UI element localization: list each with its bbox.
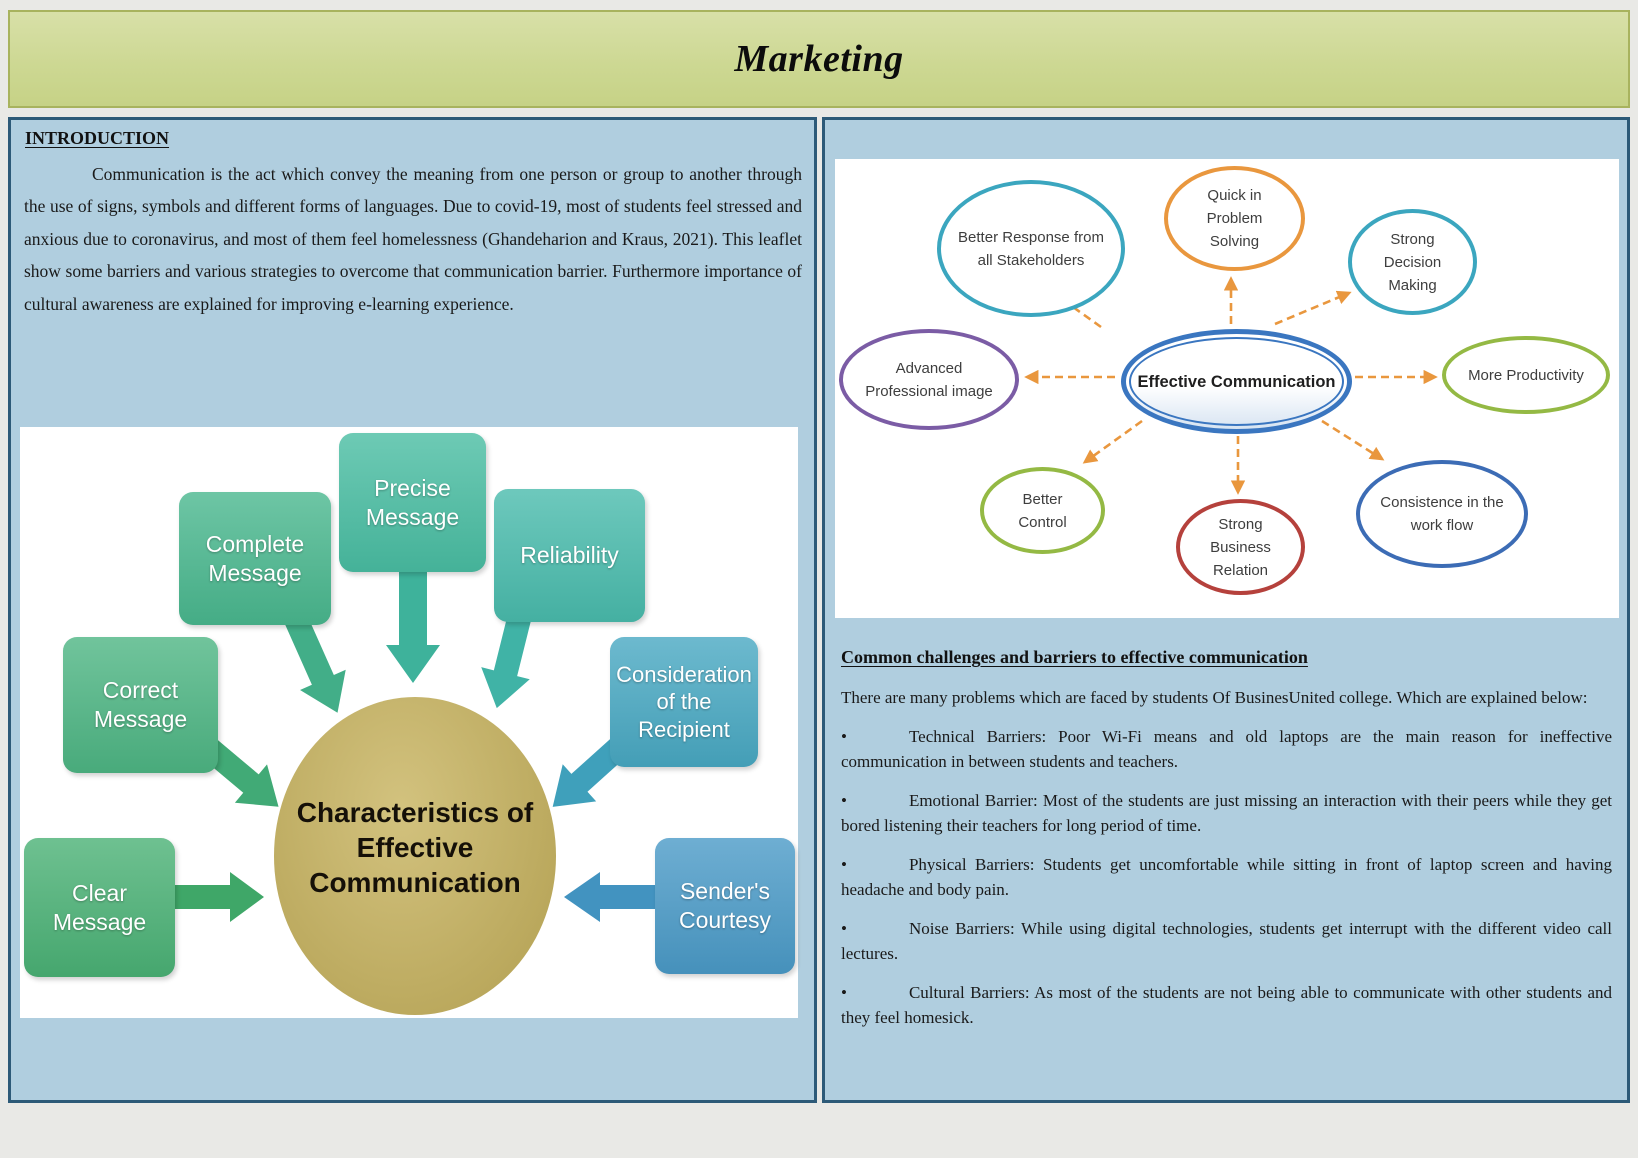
- node-better-control: Better Control: [980, 467, 1105, 554]
- node-strong-business-relation: Strong Business Relation: [1176, 499, 1305, 595]
- center-label: Effective Communication: [1137, 372, 1336, 391]
- bullet-noise-barriers: •Noise Barriers: While using digital tec…: [841, 916, 1612, 967]
- arrow-clear-message: [172, 872, 264, 922]
- box-label: Sender's Courtesy: [678, 878, 772, 933]
- bullet-technical-barriers: •Technical Barriers: Poor Wi-Fi means an…: [841, 724, 1612, 775]
- bullet-marker: •: [841, 982, 847, 1002]
- challenges-text-block: Common challenges and barriers to effect…: [841, 647, 1612, 1044]
- node-advanced-professional-image: Advanced Professional image: [839, 329, 1019, 430]
- diagram-box-precise-message: Precise Message: [339, 433, 486, 572]
- arrow-to-consistence: [1321, 419, 1385, 461]
- node-label: Consistence in the work flow: [1380, 494, 1504, 534]
- node-consistence-work-flow: Consistence in the work flow: [1356, 460, 1528, 568]
- node-label: Strong Business Relation: [1210, 515, 1271, 579]
- bullet-emotional-barrier: •Emotional Barrier: Most of the students…: [841, 788, 1612, 839]
- box-label: Correct Message: [93, 677, 188, 732]
- bullet-physical-barriers: •Physical Barriers: Students get uncomfo…: [841, 852, 1612, 903]
- title-banner: Marketing: [8, 10, 1630, 108]
- left-panel: INTRODUCTION Communication is the act wh…: [8, 117, 817, 1103]
- right-panel: Better Response from all Stakeholders Qu…: [822, 117, 1630, 1103]
- diagram-box-consideration: Consideration of the Recipient: [610, 637, 758, 767]
- arrow-precise-message: [386, 567, 440, 683]
- bullet-marker: •: [841, 726, 847, 746]
- bullet-text: Emotional Barrier: Most of the students …: [841, 790, 1612, 836]
- bullet-marker: •: [841, 854, 847, 874]
- diagram-box-senders-courtesy: Sender's Courtesy: [655, 838, 795, 974]
- node-more-productivity: More Productivity: [1442, 336, 1610, 414]
- box-label: Reliability: [520, 542, 619, 569]
- introduction-paragraph: Communication is the act which convey th…: [24, 164, 802, 314]
- node-label: Strong Decision Making: [1383, 230, 1442, 294]
- diagram-center-ellipse: Characteristics of Effective Communicati…: [274, 697, 556, 1015]
- node-quick-problem-solving: Quick in Problem Solving: [1164, 166, 1305, 271]
- diagram-box-complete-message: Complete Message: [179, 492, 331, 625]
- bullet-cultural-barriers: •Cultural Barriers: As most of the stude…: [841, 980, 1612, 1031]
- bullet-text: Noise Barriers: While using digital tech…: [841, 918, 1612, 964]
- challenges-heading: Common challenges and barriers to effect…: [841, 647, 1308, 667]
- node-label: Advanced Professional image: [865, 359, 993, 400]
- effective-communication-diagram-image: Better Response from all Stakeholders Qu…: [835, 159, 1619, 618]
- arrow-to-better-control: [1082, 419, 1143, 464]
- arrow-reliability: [481, 612, 532, 709]
- bullet-marker: •: [841, 790, 847, 810]
- box-label: Complete Message: [205, 530, 305, 586]
- node-label: Quick in Problem Solving: [1206, 187, 1263, 250]
- node-effective-communication-center: Effective Communication: [1121, 329, 1352, 434]
- bullet-text: Physical Barriers: Students get uncomfor…: [841, 854, 1612, 900]
- bullet-text: Cultural Barriers: As most of the studen…: [841, 982, 1612, 1028]
- diagram-box-reliability: Reliability: [494, 489, 645, 622]
- node-label: Better Control: [1018, 490, 1067, 531]
- node-label: Better Response from all Stakeholders: [958, 228, 1104, 269]
- arrow-complete-message: [283, 610, 346, 713]
- page-title: Marketing: [734, 38, 904, 80]
- characteristics-arrows: [172, 567, 660, 922]
- diagram-box-correct-message: Correct Message: [63, 637, 218, 773]
- challenges-intro: There are many problems which are faced …: [841, 688, 1588, 707]
- box-label: Clear Message: [52, 879, 147, 935]
- node-label: More Productivity: [1468, 366, 1584, 384]
- center-label: Characteristics of Effective Communicati…: [296, 796, 534, 898]
- arrow-to-strong-decision: [1274, 290, 1352, 326]
- diagram-box-clear-message: Clear Message: [24, 838, 175, 977]
- box-label: Consideration of the Recipient: [616, 661, 752, 742]
- introduction-heading: INTRODUCTION: [25, 128, 170, 148]
- arrow-senders-courtesy: [564, 872, 660, 922]
- bullet-marker: •: [841, 918, 847, 938]
- bullet-text: Technical Barriers: Poor Wi-Fi means and…: [841, 726, 1612, 772]
- characteristics-diagram-image: Clear Message Correct Message Complete M…: [20, 427, 798, 1018]
- node-better-response: Better Response from all Stakeholders: [937, 180, 1125, 317]
- benefit-arrows: [1024, 276, 1438, 495]
- box-label: Precise Message: [365, 474, 460, 530]
- node-strong-decision-making: Strong Decision Making: [1348, 209, 1477, 315]
